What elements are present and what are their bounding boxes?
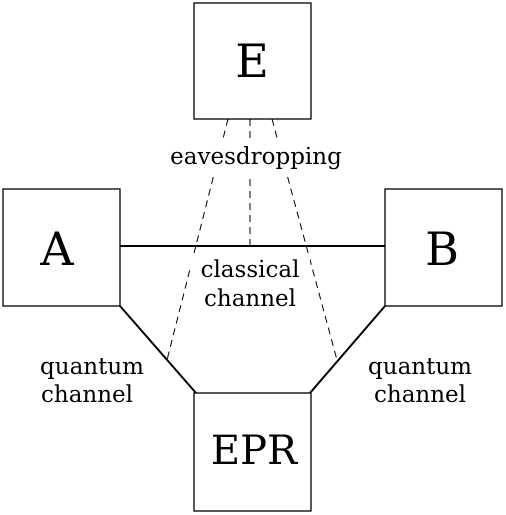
node-bob-box	[384, 188, 503, 307]
classical-label-line2: channel	[204, 286, 296, 312]
node-alice-label: A	[39, 222, 74, 276]
node-eve: E	[193, 2, 312, 120]
eavesdropping-label-bg	[155, 138, 355, 174]
quantum-channel-left-line	[119, 305, 197, 394]
node-alice-box	[2, 188, 121, 307]
quantum-left-label-line2: channel	[41, 382, 133, 408]
eavesdropping-label: eavesdropping	[170, 144, 342, 170]
classical-label-bg	[190, 253, 310, 315]
node-epr-source: EPR	[193, 392, 312, 512]
classical-label-line1: classical	[201, 257, 300, 283]
node-bob-label: B	[425, 222, 459, 276]
node-epr-label: EPR	[211, 428, 299, 474]
quantum-channel-right-line	[309, 305, 386, 394]
node-epr-box	[193, 392, 312, 512]
quantum-right-label-line1: quantum	[368, 354, 472, 380]
quantum-right-label-line2: channel	[374, 382, 466, 408]
quantum-left-label-line1: quantum	[40, 354, 144, 380]
node-alice: A	[2, 188, 121, 307]
node-bob: B	[384, 188, 503, 307]
node-eve-label: E	[235, 34, 269, 88]
node-eve-box	[193, 2, 312, 120]
